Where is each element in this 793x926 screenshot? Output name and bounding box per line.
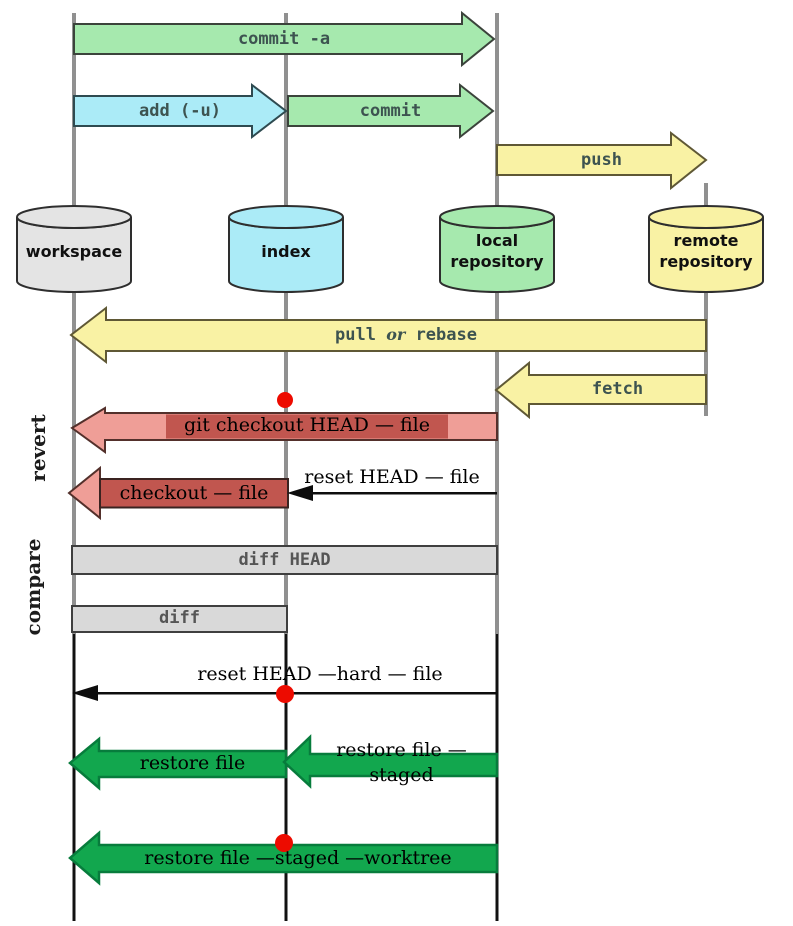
remote-repo-cylinder-top xyxy=(648,205,764,229)
diff-head-label: diff HEAD xyxy=(238,550,331,570)
restore-staged-arrow xyxy=(282,734,499,789)
restore-file-arrow xyxy=(68,736,288,791)
local-repo-lifeline-lower xyxy=(495,634,499,921)
workspace-lifeline-lower xyxy=(72,634,76,921)
index-cylinder xyxy=(228,205,344,293)
commit-label: commit xyxy=(359,101,422,121)
local-repo-cylinder-label: local repository xyxy=(450,231,544,271)
compare-section-label: compare xyxy=(21,538,45,636)
remote-repo-lifeline xyxy=(704,183,708,416)
index-cylinder-top xyxy=(228,205,344,229)
add-arrow xyxy=(73,82,288,140)
remote-repo-cylinder xyxy=(648,205,764,293)
or-label-part: or xyxy=(386,325,406,344)
checkout-file-body xyxy=(99,478,289,509)
restore-staged-label-line2: staged xyxy=(369,764,434,786)
fetch-arrow xyxy=(494,360,707,420)
reset-hard-label: reset HEAD —hard — file xyxy=(197,663,443,685)
diff-label: diff xyxy=(159,608,200,628)
reset-hard-line xyxy=(95,692,497,695)
rebase-label-part: rebase xyxy=(415,325,477,345)
reset-head-label: reset HEAD — file xyxy=(304,466,480,488)
workspace-cylinder-top xyxy=(16,205,132,229)
revert-section-label: revert xyxy=(26,414,50,482)
workspace-cylinder-label: workspace xyxy=(25,242,123,261)
push-label: push xyxy=(581,150,622,170)
restore-worktree-label: restore file —staged —worktree xyxy=(144,847,452,869)
git-checkout-head-band xyxy=(166,414,448,439)
restore-staged-label-line1: restore file — xyxy=(336,739,467,761)
reset-head-line xyxy=(310,492,497,495)
remote-repo-cylinder-label: remote repository xyxy=(659,231,753,271)
diff-head-bar xyxy=(71,545,498,575)
pull-rebase-arrow xyxy=(69,305,707,365)
commit-arrow xyxy=(287,82,495,140)
restore-worktree-arrow xyxy=(68,830,499,886)
index-marker-dot-2 xyxy=(276,685,294,703)
restore-file-label: restore file xyxy=(139,752,246,774)
index-marker-dot-3 xyxy=(275,834,293,852)
index-marker-dot-1 xyxy=(277,392,293,408)
workspace-lifeline xyxy=(72,13,76,634)
commit-a-arrow xyxy=(73,10,496,68)
index-cylinder-label: index xyxy=(261,242,311,261)
local-repo-cylinder-top xyxy=(439,205,555,229)
checkout-file-label: checkout — file xyxy=(119,482,269,504)
reset-head-arrowhead xyxy=(287,485,313,501)
pull-rebase-label: pull or rebase xyxy=(106,325,706,345)
push-arrow xyxy=(496,130,708,191)
diff-bar xyxy=(71,605,288,633)
commit-a-label: commit -a xyxy=(237,29,331,49)
git-checkout-head-label: git checkout HEAD — file xyxy=(183,414,430,436)
pull-label-part: pull xyxy=(335,325,376,345)
reset-hard-arrowhead xyxy=(72,685,98,701)
local-repo-cylinder xyxy=(439,205,555,293)
add-label: add (-u) xyxy=(139,101,221,121)
restore-staged-label: restore file — staged xyxy=(306,738,497,788)
workspace-cylinder xyxy=(16,205,132,293)
fetch-label: fetch xyxy=(591,379,644,399)
